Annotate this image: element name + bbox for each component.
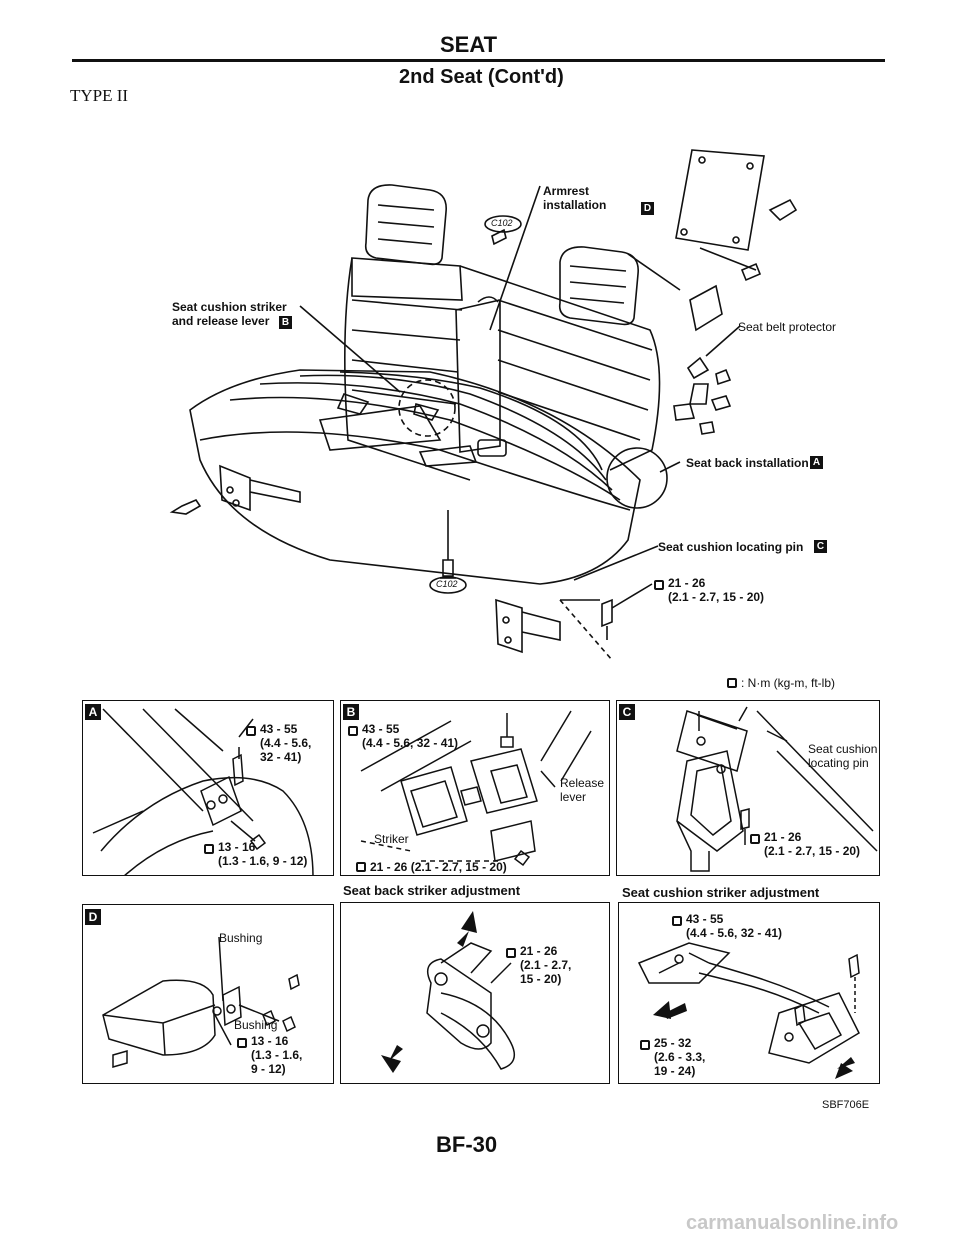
bushing-top-label: Bushing	[219, 931, 263, 945]
back-striker-heading: Seat back striker adjustment	[343, 883, 521, 898]
back-striker-torque: 21 - 26 (2.1 - 2.7, 15 - 20)	[506, 944, 571, 986]
panel-a-badge: A	[85, 704, 101, 720]
panel-c-locating-pin-label: Seat cushion locating pin	[808, 742, 878, 770]
panel-d-badge: D	[85, 909, 101, 925]
panel-b-illustration	[360, 710, 592, 867]
panel-c-torque-value: 21 - 26 (2.1 - 2.7, 15 - 20)	[764, 830, 861, 858]
seat-back-installation-label: Seat back installation	[686, 456, 809, 470]
type-label: TYPE II	[70, 86, 129, 105]
panel-a-torque-bottom-value: 13 - 16 (1.3 - 1.6, 9 - 12)	[218, 840, 308, 868]
cushion-striker-torque-bottom: 25 - 32 (2.6 - 3.3, 19 - 24)	[640, 1036, 705, 1078]
cushion-striker-label: Seat cushion striker and release lever	[172, 300, 287, 328]
units-legend-text: : N·m (kg-m, ft-lb)	[741, 676, 835, 690]
torque-icon	[356, 862, 366, 872]
torque-icon	[246, 726, 256, 736]
back-striker-panel	[340, 902, 610, 1084]
cushion-striker-torque-top: 43 - 55 (4.4 - 5.6, 32 - 41)	[672, 912, 782, 940]
torque-icon	[654, 580, 664, 590]
cushion-striker-illustration	[637, 942, 860, 1079]
panel-b-torque-top: 43 - 55 (4.4 - 5.6, 32 - 41)	[348, 722, 458, 750]
section-title: SEAT	[440, 32, 498, 57]
detail-panel-d	[82, 904, 334, 1084]
page-subtitle: 2nd Seat (Cont'd)	[399, 66, 564, 88]
panel-d-torque: 13 - 16 (1.3 - 1.6, 9 - 12)	[237, 1034, 302, 1076]
page-number: BF-30	[436, 1132, 498, 1157]
units-legend: : N·m (kg-m, ft-lb)	[727, 676, 835, 690]
striker-label: Striker	[374, 832, 409, 846]
release-lever-label: Release lever	[560, 776, 605, 804]
panel-b-torque-bottom-value: 21 - 26 (2.1 - 2.7, 15 - 20)	[370, 860, 507, 874]
locating-pin-label: Seat cushion locating pin	[658, 540, 804, 554]
panel-d-torque-value: 13 - 16 (1.3 - 1.6, 9 - 12)	[251, 1034, 303, 1076]
torque-icon	[727, 678, 737, 688]
detail-panel-b	[340, 700, 610, 876]
panel-d-illustration	[102, 936, 300, 1068]
back-striker-illustration	[381, 911, 516, 1073]
cushion-striker-heading: Seat cushion striker adjustment	[622, 885, 820, 900]
bushing-bottom-label: Bushing	[234, 1018, 278, 1032]
panel-b-torque-top-value: 43 - 55 (4.4 - 5.6, 32 - 41)	[362, 722, 459, 750]
connector-label-top: C102	[491, 218, 513, 228]
back-striker-torque-value: 21 - 26 (2.1 - 2.7, 15 - 20)	[520, 944, 572, 986]
torque-icon	[672, 916, 682, 926]
torque-main-value: 21 - 26 (2.1 - 2.7, 15 - 20)	[668, 576, 765, 604]
cushion-striker-ref-badge: B	[279, 316, 292, 329]
torque-icon	[348, 726, 358, 736]
panel-c-badge: C	[619, 704, 635, 720]
panel-c-torque: 21 - 26 (2.1 - 2.7, 15 - 20)	[750, 830, 860, 858]
watermark: carmanualsonline.info	[686, 1212, 899, 1234]
torque-icon	[237, 1038, 247, 1048]
detail-panel-a	[82, 700, 334, 876]
cushion-striker-torque-bottom-value: 25 - 32 (2.6 - 3.3, 19 - 24)	[654, 1036, 706, 1078]
cushion-striker-torque-top-value: 43 - 55 (4.4 - 5.6, 32 - 41)	[686, 912, 783, 940]
torque-icon	[750, 834, 760, 844]
panel-a-torque-top-value: 43 - 55 (4.4 - 5.6, 32 - 41)	[260, 722, 312, 764]
armrest-installation-label: Armrest installation	[543, 184, 607, 212]
panel-c-illustration	[676, 706, 878, 872]
seat-back-ref-badge: A	[810, 456, 823, 469]
panel-a-torque-top: 43 - 55 (4.4 - 5.6, 32 - 41)	[246, 722, 311, 764]
panel-b-badge: B	[343, 704, 359, 720]
panel-b-torque-bottom: 21 - 26 (2.1 - 2.7, 15 - 20)	[356, 858, 507, 876]
header-rule	[72, 59, 885, 62]
panel-a-illustration	[92, 708, 314, 875]
torque-icon	[204, 844, 214, 854]
locating-pin-ref-badge: C	[814, 540, 827, 553]
torque-main: 21 - 26 (2.1 - 2.7, 15 - 20)	[654, 576, 764, 604]
connector-label-bottom: C102	[436, 579, 458, 589]
torque-icon	[506, 948, 516, 958]
seat-belt-protector-label: Seat belt protector	[738, 320, 837, 334]
figure-code: SBF706E	[822, 1099, 870, 1111]
armrest-ref-badge: D	[641, 202, 654, 215]
torque-icon	[640, 1040, 650, 1050]
cushion-striker-panel	[618, 902, 880, 1084]
detail-panel-c	[616, 700, 880, 876]
seat-assembly-illustration	[169, 149, 798, 661]
panel-a-torque-bottom: 13 - 16 (1.3 - 1.6, 9 - 12)	[204, 840, 307, 868]
